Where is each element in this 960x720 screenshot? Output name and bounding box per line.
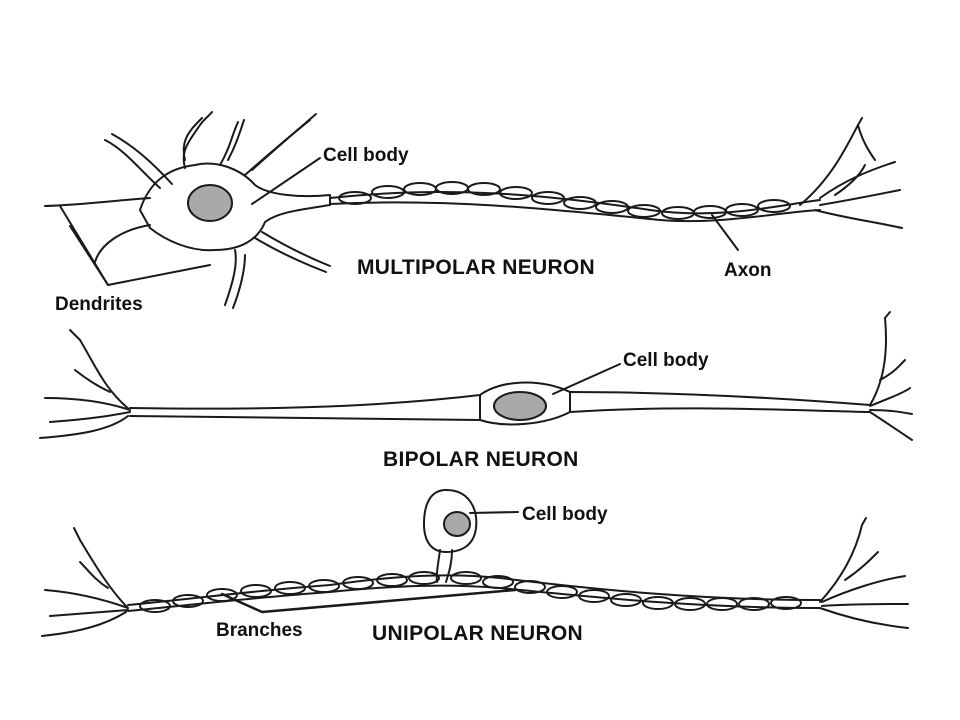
unipolar-dendrite-left: [41, 527, 129, 637]
multipolar-title: MULTIPOLAR NEURON: [357, 256, 596, 279]
multipolar-cell-body-outline: [139, 162, 331, 252]
multipolar-dendrite-inner: [111, 113, 331, 309]
unipolar-cell-body-label: Cell body: [522, 504, 608, 525]
multipolar-dendrites-label: Dendrites: [55, 294, 143, 315]
bipolar-title: BIPOLAR NEURON: [383, 448, 579, 471]
unipolar-dendrite-right: [819, 517, 909, 629]
bipolar-axon-right: [569, 391, 871, 413]
unipolar-neuron: [41, 489, 909, 637]
unipolar-axon-upper: [127, 574, 821, 606]
multipolar-cell-body-pointer: [251, 157, 321, 205]
unipolar-branches-pointer: [220, 588, 517, 614]
multipolar-dendrites-pointer-2: [69, 225, 109, 286]
multipolar-axon-label: Axon: [724, 260, 772, 281]
bipolar-nucleus: [493, 391, 547, 421]
bipolar-axon-left: [129, 394, 481, 421]
multipolar-nucleus: [187, 184, 233, 222]
multipolar-axon-pointer: [711, 214, 739, 251]
multipolar-axon-terminal: [799, 117, 903, 229]
unipolar-myelin: [139, 571, 802, 613]
bipolar-cell-body-label: Cell body: [623, 350, 709, 371]
bipolar-neuron: [39, 311, 913, 441]
multipolar-neuron: [44, 111, 903, 309]
unipolar-branches-label: Branches: [216, 620, 303, 641]
unipolar-nucleus: [443, 511, 471, 537]
unipolar-cell-body-pointer: [469, 511, 519, 514]
bipolar-dendrite-left: [39, 329, 131, 439]
multipolar-myelin: [338, 181, 791, 220]
bipolar-dendrite-right: [869, 311, 913, 441]
unipolar-title: UNIPOLAR NEURON: [372, 622, 584, 645]
bipolar-cell-body-pointer: [552, 363, 621, 395]
multipolar-cell-body-label: Cell body: [323, 145, 409, 166]
bipolar-cell-body-outline: [479, 381, 571, 426]
